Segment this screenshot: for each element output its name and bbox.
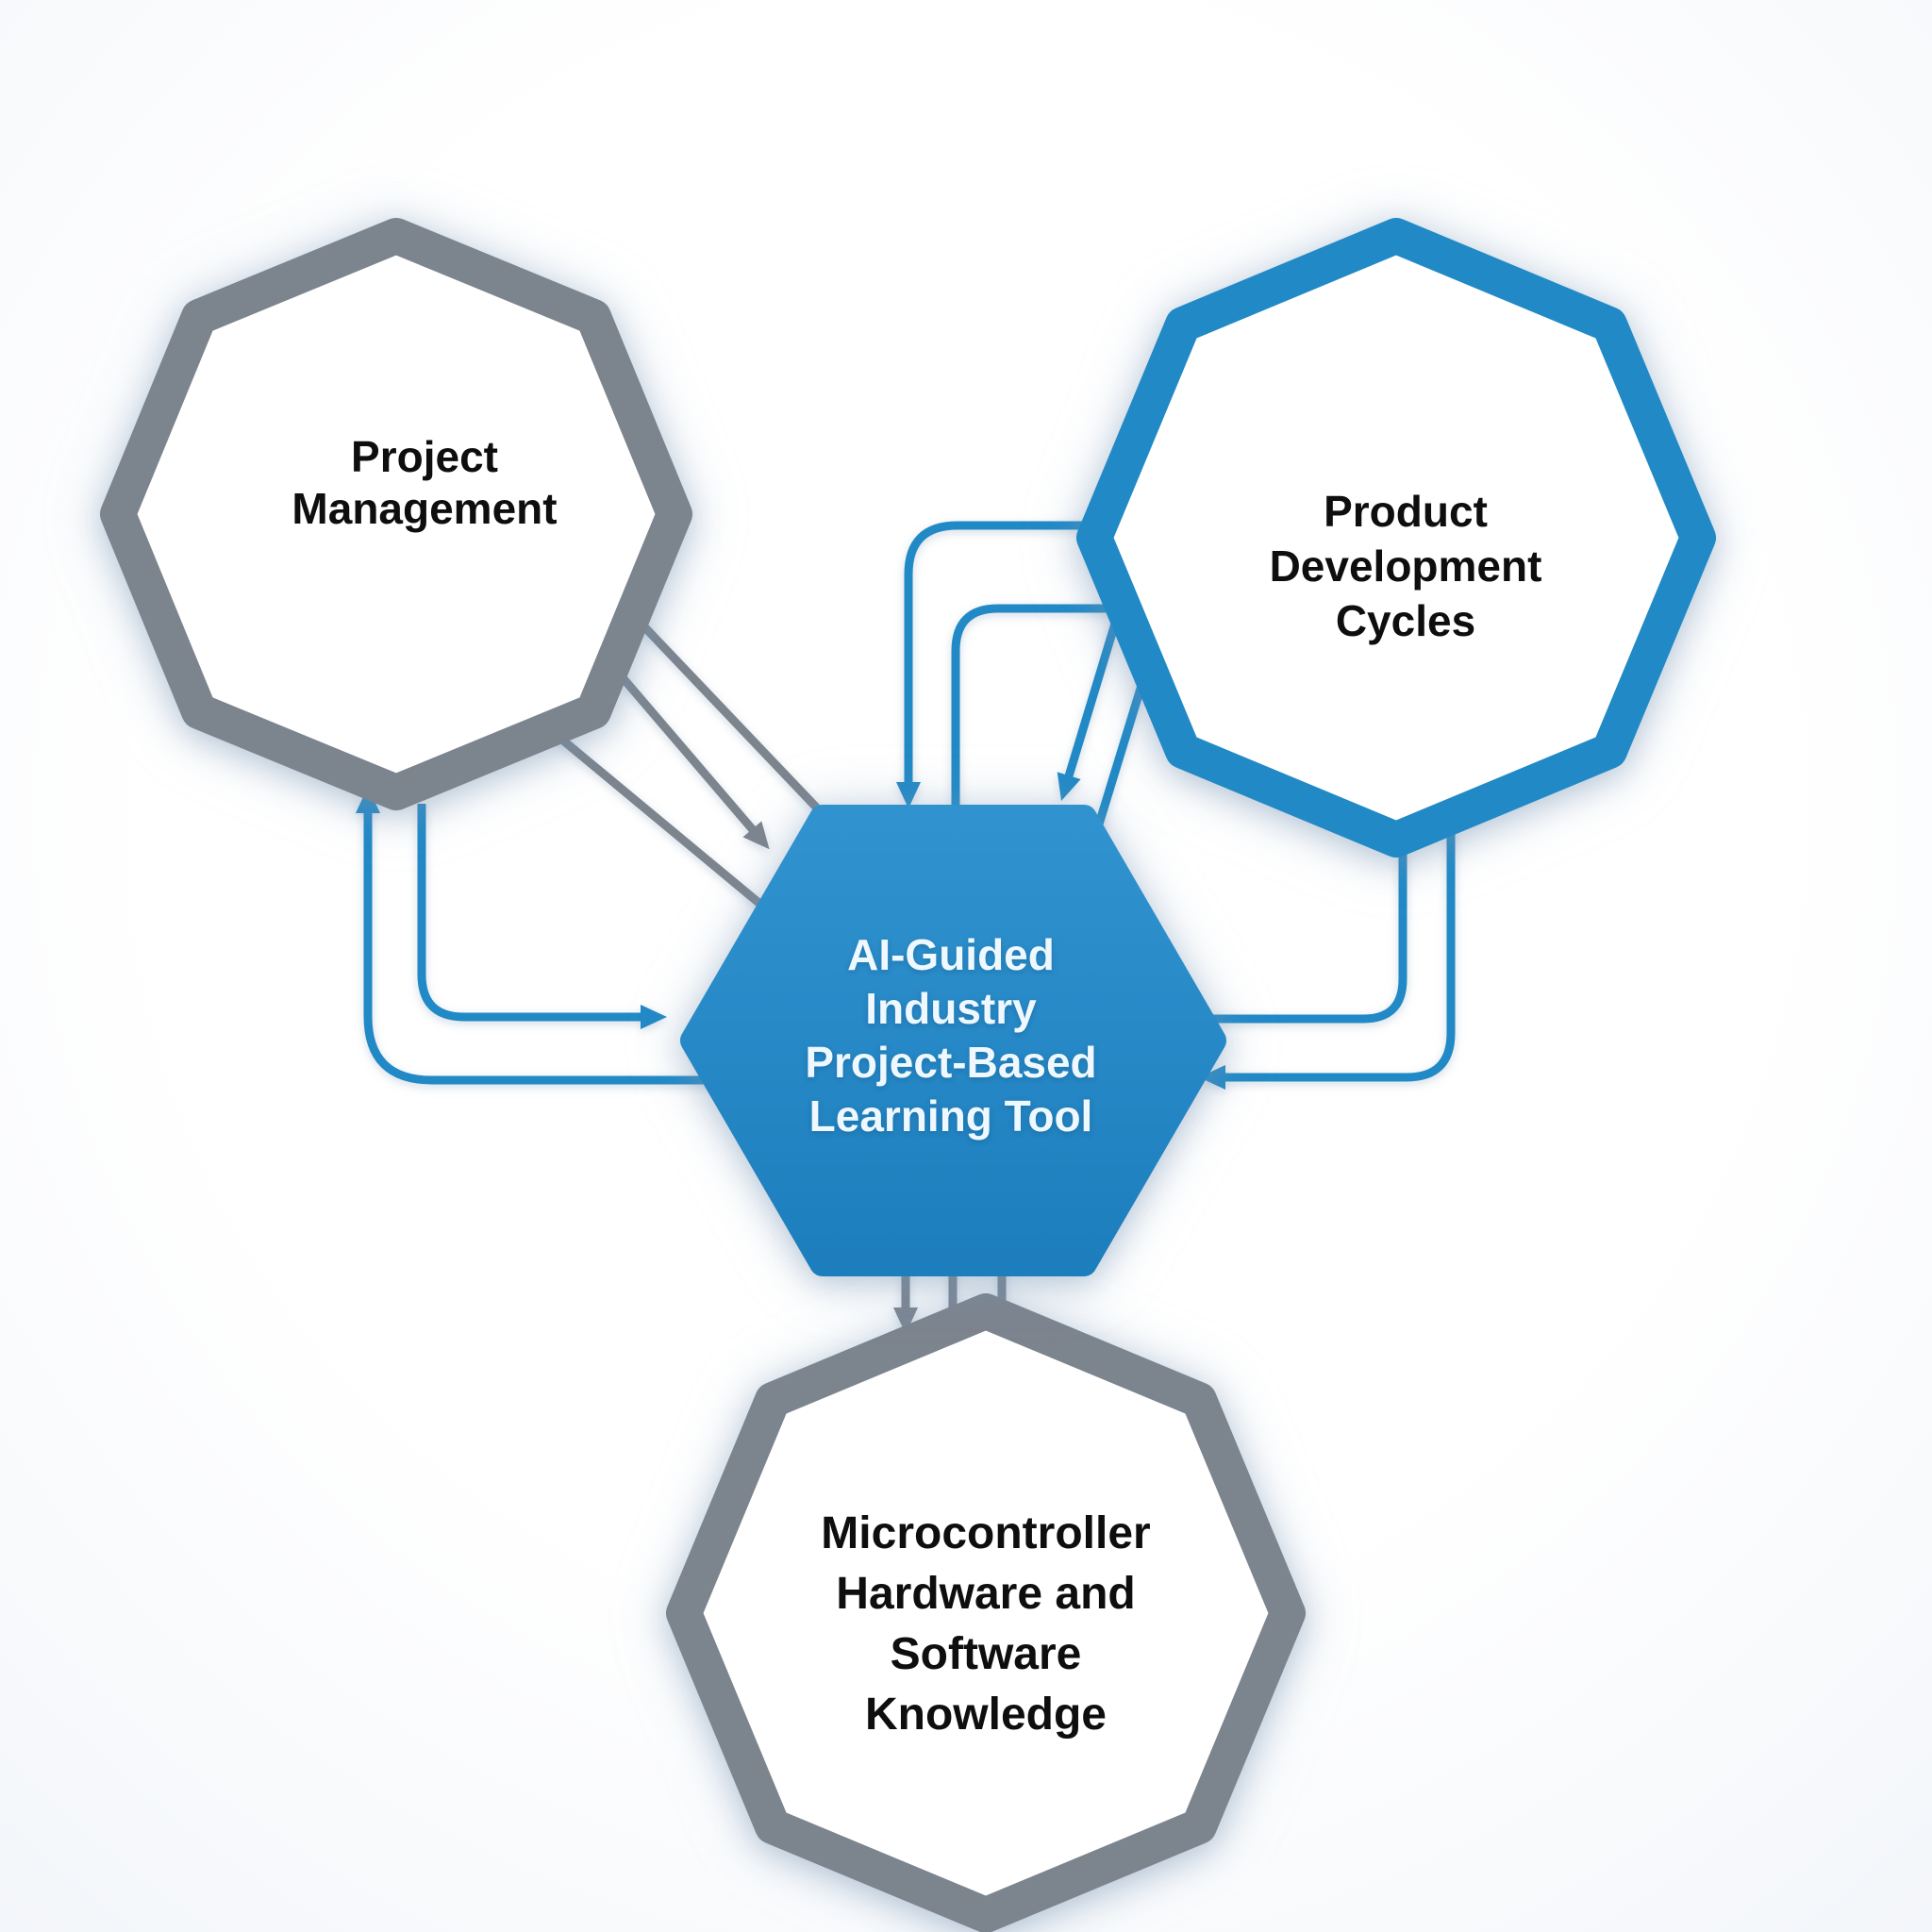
edge-pdc-to-tool-top-line: [951, 604, 1132, 835]
label-line: Hardware and: [836, 1569, 1136, 1619]
edge-tool-to-pdc-return-line: [1174, 849, 1407, 1024]
label-line: Software: [890, 1629, 1082, 1679]
microcontroller-octagon: [666, 1293, 1306, 1932]
label-line: Project-Based: [805, 1038, 1097, 1087]
label-line: Product: [1324, 487, 1488, 536]
edge-pm-to-tool-line1: [614, 595, 829, 821]
project-management-octagon: [100, 218, 692, 810]
microcontroller-label: Microcontroller Hardware and Software Kn…: [821, 1504, 1150, 1745]
learning-tool-hexagon: [680, 805, 1226, 1276]
label-line: Cycles: [1335, 596, 1476, 645]
product-development-cycles-octagon: [1076, 218, 1716, 858]
blue-connectors: [356, 521, 1456, 1090]
project-management-label: Project Management: [291, 431, 557, 535]
label-line: Microcontroller: [821, 1508, 1151, 1558]
node-microcontroller: [666, 1293, 1306, 1932]
node-project-management: [100, 218, 692, 810]
label-line: Learning Tool: [808, 1091, 1093, 1141]
label-line: Knowledge: [864, 1690, 1108, 1740]
node-learning-tool: [680, 805, 1226, 1276]
edge-pm-to-tool-left-arrow: [417, 804, 667, 1029]
label-line: Management: [291, 484, 558, 533]
label-line: AI-Guided: [847, 930, 1055, 979]
label-line: Project: [351, 432, 498, 481]
label-line: Industry: [865, 984, 1037, 1033]
edge-pdc-to-tool-top-arrow: [896, 521, 1137, 808]
edge-tool-to-pm-return-arrow: [356, 787, 728, 1085]
edge-pdc-to-tool-right-arrow: [1199, 828, 1456, 1090]
node-product-development-cycles: [1076, 218, 1716, 858]
edge-pm-to-tool-line3: [549, 727, 776, 919]
product-development-cycles-label: Product Development Cycles: [1270, 484, 1542, 648]
edge-pm-to-tool-arrow: [600, 653, 770, 850]
learning-tool-label: AI-Guided Industry Project-Based Learnin…: [805, 928, 1096, 1143]
label-line: Development: [1269, 541, 1542, 591]
